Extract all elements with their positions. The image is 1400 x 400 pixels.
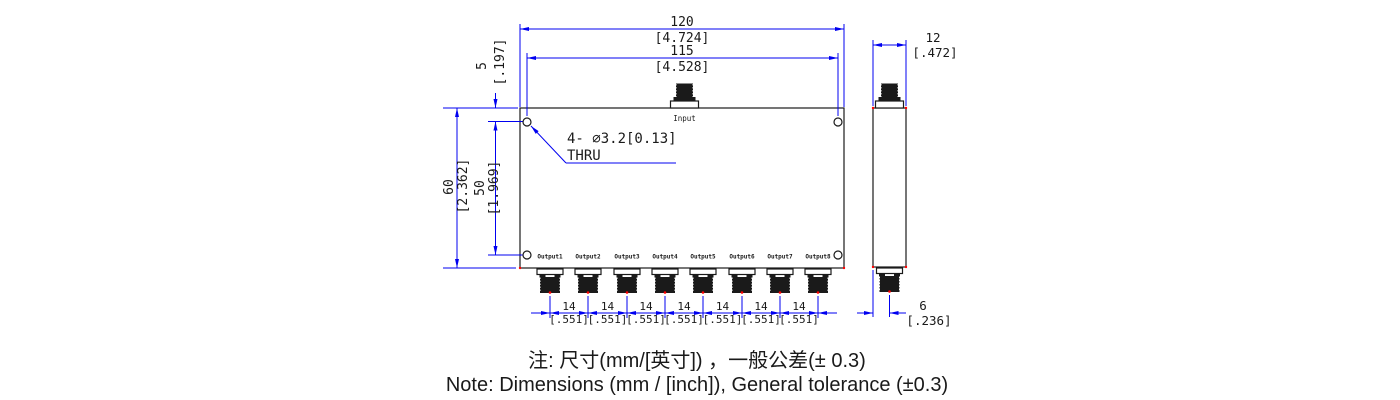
dim-hole-span-height-mm: 50 bbox=[473, 180, 488, 196]
output-port-label-4: Output4 bbox=[652, 254, 678, 261]
hole-callout-size: 4- ⌀3.2[0.13] bbox=[567, 131, 677, 147]
dim-hole-span-width-mm: 115 bbox=[670, 44, 693, 59]
dim-spacing-mm-4: 14 bbox=[677, 300, 691, 313]
input-port-label: Input bbox=[673, 114, 696, 123]
dim-overall-height-mm: 60 bbox=[442, 179, 457, 195]
note-line-en: Note: Dimensions (mm / [inch]), General … bbox=[446, 374, 948, 396]
note-line-cn: 注: 尺寸(mm/[英寸]) ，一般公差(± 0.3) bbox=[528, 349, 866, 372]
front-view-body bbox=[519, 107, 845, 269]
output-connector-4 bbox=[651, 268, 679, 295]
mounting-hole-top-left bbox=[522, 117, 532, 127]
output-connector-7 bbox=[766, 268, 794, 295]
dimension-hole-span-height: 50 [1.969] bbox=[473, 121, 523, 256]
output-port-label-6: Output6 bbox=[729, 254, 755, 261]
dim-overall-width-inch: [4.724] bbox=[655, 31, 710, 46]
dim-spacing-mm-6: 14 bbox=[754, 300, 768, 313]
dim-spacing-mm-2: 14 bbox=[601, 300, 615, 313]
hole-callout-thru: THRU bbox=[567, 148, 601, 164]
dimension-hole-top-offset: 5 [.197] bbox=[443, 39, 523, 122]
front-view: Input Output1 Output2 Output3 Output4 Ou… bbox=[519, 82, 845, 295]
output-connector-6 bbox=[728, 268, 756, 295]
output-port-label-2: Output2 bbox=[575, 254, 601, 261]
side-output-connector bbox=[875, 267, 904, 294]
output-connector-8 bbox=[804, 268, 832, 295]
dim-spacing-inch-4: [.551] bbox=[664, 313, 704, 326]
input-connector bbox=[669, 82, 700, 109]
output-port-label-5: Output5 bbox=[690, 254, 716, 261]
dim-hole-top-offset-mm: 5 bbox=[475, 62, 490, 70]
dim-connector-offset-inch: [.236] bbox=[906, 313, 951, 328]
mounting-hole-top-right bbox=[833, 117, 843, 127]
output-connector-1 bbox=[536, 268, 564, 295]
dim-spacing-inch-2: [.551] bbox=[588, 313, 628, 326]
dim-spacing-mm-1: 14 bbox=[562, 300, 576, 313]
dim-depth-inch: [.472] bbox=[912, 45, 957, 60]
side-view-body bbox=[872, 107, 907, 268]
dim-hole-span-height-inch: [1.969] bbox=[487, 161, 502, 216]
defpoint bbox=[842, 266, 846, 270]
dim-hole-span-width-inch: [4.528] bbox=[655, 60, 710, 75]
dim-spacing-mm-7: 14 bbox=[792, 300, 806, 313]
output-connector-3 bbox=[613, 268, 641, 295]
dim-spacing-inch-5: [.551] bbox=[703, 313, 743, 326]
side-input-connector bbox=[874, 82, 905, 109]
side-view bbox=[871, 82, 908, 294]
dimension-depth: 12 [.472] bbox=[872, 30, 958, 106]
dim-spacing-mm-3: 14 bbox=[639, 300, 653, 313]
mounting-hole-bottom-left bbox=[522, 250, 532, 260]
dim-depth-mm: 12 bbox=[925, 30, 940, 45]
output-port-label-3: Output3 bbox=[614, 254, 640, 261]
dim-spacing-inch-3: [.551] bbox=[626, 313, 666, 326]
dim-spacing-inch-6: [.551] bbox=[741, 313, 781, 326]
dim-spacing-inch-1: [.551] bbox=[549, 313, 589, 326]
output-port-label-8: Output8 bbox=[805, 254, 831, 261]
output-connector-2 bbox=[574, 268, 602, 295]
dimension-overall-width: 120 [4.724] bbox=[519, 15, 845, 107]
dimension-hole-span-width: 115 [4.528] bbox=[526, 44, 839, 116]
defpoint bbox=[518, 266, 522, 270]
dim-spacing-mm-5: 14 bbox=[716, 300, 730, 313]
hole-callout: 4- ⌀3.2[0.13] THRU bbox=[530, 125, 677, 164]
output-port-label-1: Output1 bbox=[537, 254, 563, 261]
dimension-connector-offset: 6 [.236] bbox=[857, 270, 952, 328]
dimension-overall-height: 60 [2.362] bbox=[442, 108, 516, 269]
output-connector-5 bbox=[689, 268, 717, 295]
mounting-hole-bottom-right bbox=[833, 250, 843, 260]
dim-spacing-inch-7: [.551] bbox=[779, 313, 819, 326]
output-port-label-7: Output7 bbox=[767, 254, 793, 261]
dim-overall-width-mm: 120 bbox=[670, 15, 693, 30]
dim-overall-height-inch: [2.362] bbox=[456, 159, 471, 214]
dim-hole-top-offset-inch: [.197] bbox=[493, 39, 508, 86]
dimension-output-spacing: 14 14 14 14 14 14 14 [.551] [.551] [.551… bbox=[531, 296, 837, 326]
dim-connector-offset-mm: 6 bbox=[919, 298, 927, 313]
